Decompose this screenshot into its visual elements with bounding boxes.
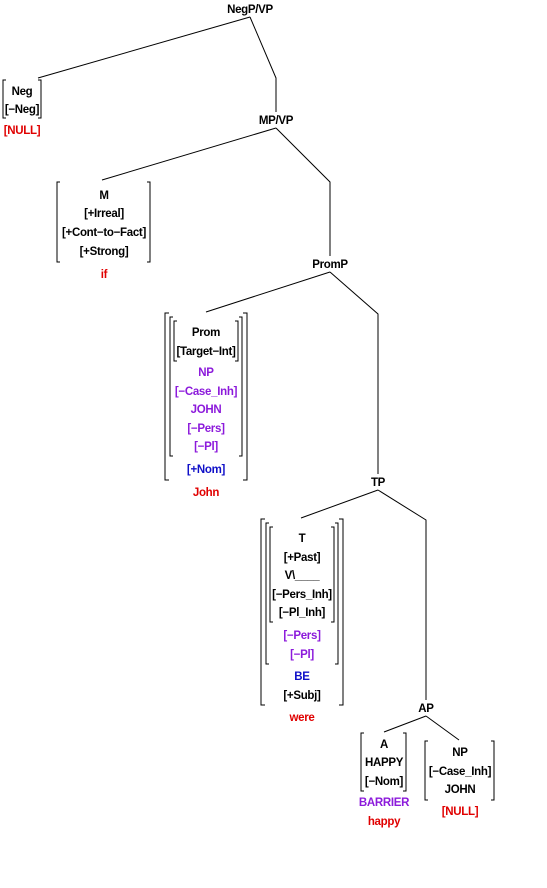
- t-feature: V\____: [285, 570, 321, 582]
- neg-word: [NULL]: [4, 125, 41, 137]
- t-feature: T: [299, 533, 306, 545]
- neg-feature: Neg: [12, 86, 33, 98]
- edge-mp-m: [101, 127, 277, 181]
- np-bracket-right: [491, 740, 495, 801]
- prom-word: John: [193, 487, 220, 499]
- np-feature: JOHN: [445, 784, 476, 796]
- np-feature: [−Case_Inh]: [429, 766, 492, 778]
- node-ap: AP: [418, 703, 434, 715]
- edge-ap-a: [383, 715, 427, 733]
- a-leaf: A HAPPY [−Nom] BARRIER happy: [359, 732, 410, 828]
- neg-feature: [−Neg]: [5, 104, 40, 116]
- prom-feature: Prom: [192, 327, 220, 339]
- m-leaf: M [+Irreal] [+Cont−to−Fact] [+Strong] if: [56, 181, 151, 281]
- edge-promp-prom: [205, 271, 331, 313]
- prom-leaf: Prom [Target−Int] NP [−Case_Inh] JOHN [−…: [164, 312, 248, 499]
- m-word: if: [101, 269, 108, 281]
- tree-edges: [37, 16, 460, 741]
- edge-ap-np: [425, 715, 460, 741]
- prom-bracket-mid-left: [169, 316, 173, 457]
- prom-np-feature: [−Pl]: [194, 441, 218, 453]
- t-bracket-mid-right: [335, 522, 339, 665]
- t-bracket-inner-left: [269, 526, 273, 623]
- t-be-feature: BE: [294, 671, 310, 683]
- np-word: [NULL]: [442, 806, 479, 818]
- node-mp: MP/VP: [259, 115, 294, 127]
- edge-tp-ap: [377, 489, 427, 700]
- t-feature: [−Pl_Inh]: [279, 607, 326, 619]
- prom-bracket-mid-right: [239, 316, 243, 457]
- edge-promp-tp: [329, 271, 379, 474]
- prom-bracket-inner-left: [173, 320, 177, 362]
- t-bracket-outer-right: [339, 518, 344, 706]
- prom-np-feature: [−Case_Inh]: [175, 386, 238, 398]
- prom-np-feature: JOHN: [191, 404, 222, 416]
- m-feature: M: [99, 190, 108, 202]
- edge-mp-promp: [275, 127, 331, 256]
- edge-negp-neg: [37, 16, 251, 79]
- a-barrier: BARRIER: [359, 797, 410, 809]
- node-negp: NegP/VP: [227, 4, 273, 16]
- prom-bracket-inner-right: [235, 320, 239, 362]
- prom-bracket-outer-right: [243, 312, 248, 481]
- np-feature: NP: [452, 747, 468, 759]
- edge-negp-mp: [249, 16, 277, 112]
- t-feature: [+Past]: [284, 552, 321, 564]
- t-agr-feature: [−Pl]: [290, 649, 314, 661]
- a-feature: [−Nom]: [365, 776, 404, 788]
- t-bracket-outer-left: [260, 518, 265, 706]
- prom-nom-feature: [+Nom]: [187, 464, 226, 476]
- node-tp: TP: [371, 477, 386, 489]
- t-feature: [−Pers_Inh]: [272, 589, 332, 601]
- np-leaf: NP [−Case_Inh] JOHN [NULL]: [424, 740, 495, 818]
- a-bracket-left: [360, 732, 364, 792]
- node-promp: PromP: [312, 259, 348, 271]
- t-leaf: T [+Past] V\____ [−Pers_Inh] [−Pl_Inh] […: [260, 518, 344, 724]
- edge-tp-t: [300, 489, 379, 519]
- m-bracket-right: [147, 181, 151, 263]
- prom-feature: [Target−Int]: [176, 346, 236, 358]
- a-feature: A: [380, 739, 388, 751]
- m-feature: [+Irreal]: [84, 208, 124, 220]
- a-word: happy: [368, 816, 401, 828]
- neg-bracket-right: [38, 79, 42, 119]
- prom-np-feature: NP: [198, 367, 214, 379]
- t-bracket-inner-right: [331, 526, 335, 623]
- neg-leaf: Neg [−Neg] [NULL]: [2, 79, 42, 137]
- t-subj-feature: [+Subj]: [283, 690, 321, 702]
- a-feature: HAPPY: [365, 757, 404, 769]
- m-bracket-left: [56, 181, 60, 263]
- m-feature: [+Strong]: [80, 246, 129, 258]
- t-agr-feature: [−Pers]: [283, 630, 321, 642]
- prom-bracket-outer-left: [164, 312, 169, 481]
- m-feature: [+Cont−to−Fact]: [62, 227, 146, 239]
- neg-bracket-left: [2, 79, 6, 119]
- t-word: were: [288, 712, 314, 724]
- a-bracket-right: [403, 732, 407, 792]
- np-bracket-left: [424, 740, 428, 801]
- t-bracket-mid-left: [265, 522, 269, 665]
- prom-np-feature: [−Pers]: [187, 423, 225, 435]
